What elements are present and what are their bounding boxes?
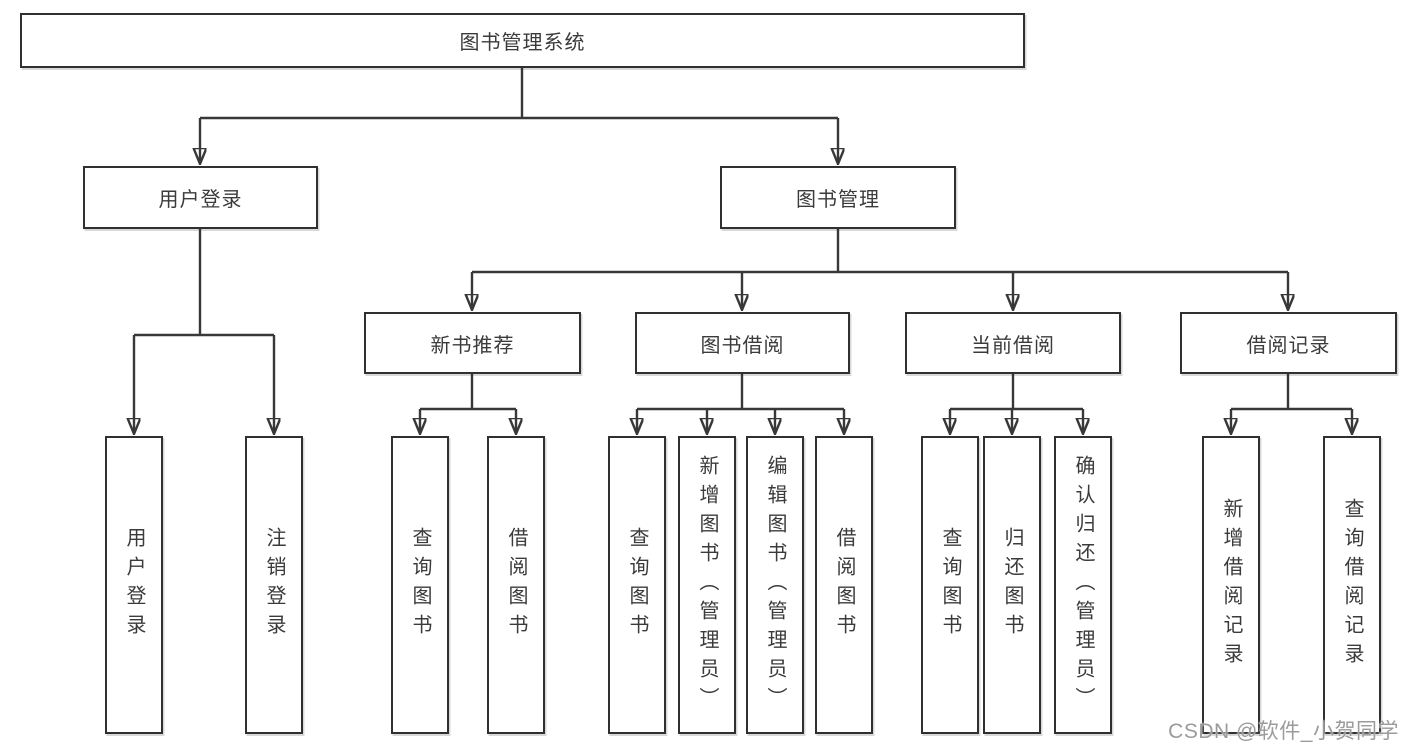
leaf-return-book-label: 归还图书 bbox=[1001, 527, 1023, 643]
leaf-borrow-books: 借阅图书 bbox=[815, 436, 873, 734]
node-root: 图书管理系统 bbox=[20, 13, 1025, 68]
leaf-query-books-borrowing: 查询图书 bbox=[608, 436, 666, 734]
leaf-query-books-recommend-label: 查询图书 bbox=[409, 527, 431, 643]
leaf-query-books-current: 查询图书 bbox=[921, 436, 979, 734]
leaf-add-book-admin-label: 新增图书（管理员） bbox=[696, 454, 718, 716]
node-user-login-label: 用户登录 bbox=[158, 189, 243, 211]
leaf-user-login: 用户登录 bbox=[105, 436, 163, 734]
leaf-logout: 注销登录 bbox=[245, 436, 303, 734]
leaf-edit-book-admin-label: 编辑图书（管理员） bbox=[764, 454, 786, 716]
node-user-login: 用户登录 bbox=[83, 166, 318, 229]
node-book-borrowing: 图书借阅 bbox=[635, 312, 850, 374]
leaf-add-borrow-record-label: 新增借阅记录 bbox=[1220, 498, 1242, 672]
leaf-borrow-books-label: 借阅图书 bbox=[833, 527, 855, 643]
leaf-edit-book-admin: 编辑图书（管理员） bbox=[746, 436, 804, 734]
leaf-borrow-books-recommend-label: 借阅图书 bbox=[505, 527, 527, 643]
leaf-query-books-borrowing-label: 查询图书 bbox=[626, 527, 648, 643]
leaf-add-borrow-record: 新增借阅记录 bbox=[1202, 436, 1260, 734]
node-current-borrowing: 当前借阅 bbox=[905, 312, 1121, 374]
node-root-label: 图书管理系统 bbox=[459, 32, 586, 54]
watermark: CSDN @软件_小贺同学 bbox=[1168, 720, 1399, 743]
node-new-book-recommend: 新书推荐 bbox=[364, 312, 581, 374]
node-book-management: 图书管理 bbox=[720, 166, 956, 229]
node-borrowing-records: 借阅记录 bbox=[1180, 312, 1397, 374]
leaf-logout-label: 注销登录 bbox=[263, 527, 285, 643]
leaf-query-borrow-record-label: 查询借阅记录 bbox=[1341, 498, 1363, 672]
leaf-query-books-current-label: 查询图书 bbox=[939, 527, 961, 643]
leaf-query-books-recommend: 查询图书 bbox=[391, 436, 449, 734]
leaf-borrow-books-recommend: 借阅图书 bbox=[487, 436, 545, 734]
leaf-confirm-return-admin: 确认归还（管理员） bbox=[1054, 436, 1112, 734]
leaf-add-book-admin: 新增图书（管理员） bbox=[678, 436, 736, 734]
leaf-query-borrow-record: 查询借阅记录 bbox=[1323, 436, 1381, 734]
node-book-borrowing-label: 图书借阅 bbox=[700, 334, 785, 357]
node-borrowing-records-label: 借阅记录 bbox=[1246, 334, 1331, 357]
leaf-confirm-return-admin-label: 确认归还（管理员） bbox=[1072, 454, 1094, 716]
leaf-return-book: 归还图书 bbox=[983, 436, 1041, 734]
leaf-user-login-label: 用户登录 bbox=[123, 527, 145, 643]
node-book-management-label: 图书管理 bbox=[796, 189, 880, 211]
node-new-book-recommend-label: 新书推荐 bbox=[430, 334, 515, 357]
node-current-borrowing-label: 当前借阅 bbox=[971, 334, 1055, 357]
